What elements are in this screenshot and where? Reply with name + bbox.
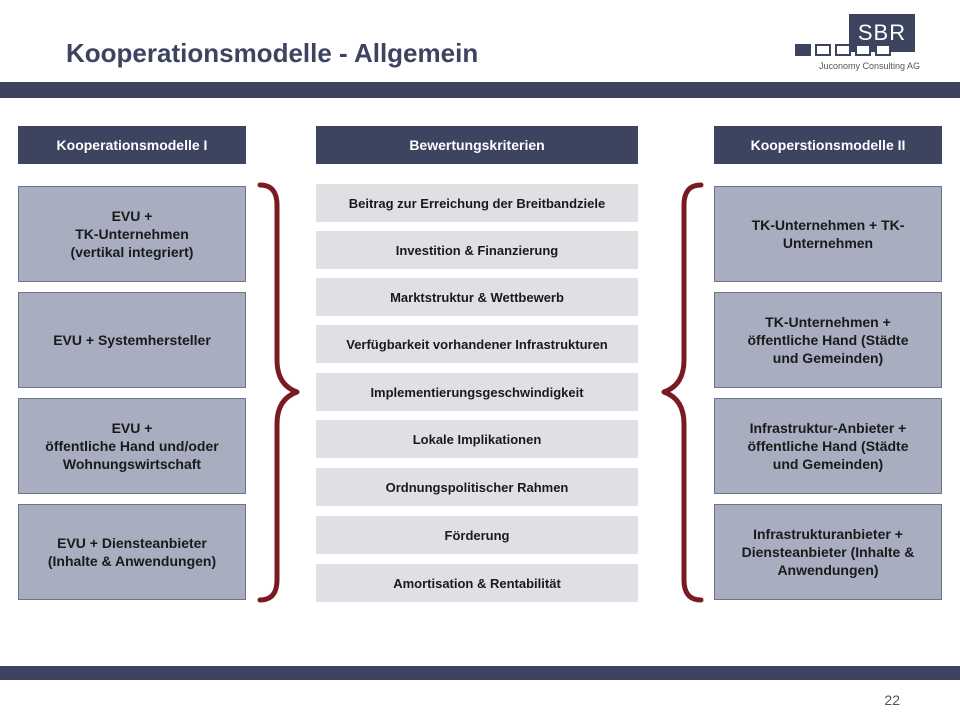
criterion-box: Lokale Implikationen	[316, 420, 638, 458]
logo-square	[875, 44, 891, 56]
right-model-box: TK-Unternehmen + öffentliche Hand (Städt…	[714, 292, 942, 388]
company-logo: SBR Juconomy Consulting AG	[795, 14, 920, 76]
criterion-box: Investition & Finanzierung	[316, 231, 638, 269]
logo-square	[855, 44, 871, 56]
logo-square	[835, 44, 851, 56]
criterion-box: Verfügbarkeit vorhandener Infrastrukture…	[316, 325, 638, 363]
right-model-box: Infrastruktur-Anbieter + öffentliche Han…	[714, 398, 942, 494]
opening-brace-icon	[661, 182, 704, 603]
criterion-box: Förderung	[316, 516, 638, 554]
bottom-divider-bar	[0, 666, 960, 680]
right-model-box: TK-Unternehmen + TK- Unternehmen	[714, 186, 942, 282]
logo-square	[795, 44, 811, 56]
right-model-box: Infrastrukturanbieter + Diensteanbieter …	[714, 504, 942, 600]
criterion-box: Ordnungspolitischer Rahmen	[316, 468, 638, 506]
left-model-box: EVU + öffentliche Hand und/oder Wohnungs…	[18, 398, 246, 494]
criterion-box: Amortisation & Rentabilität	[316, 564, 638, 602]
criterion-box: Beitrag zur Erreichung der Breitbandziel…	[316, 184, 638, 222]
header-right: Kooperstionsmodelle II	[714, 126, 942, 164]
logo-company-name: Juconomy Consulting AG	[818, 61, 920, 71]
logo-square	[815, 44, 831, 56]
page-title: Kooperationsmodelle - Allgemein	[66, 38, 479, 68]
top-divider-bar	[0, 82, 960, 98]
closing-brace-icon	[257, 182, 300, 603]
left-model-box: EVU + TK-Unternehmen (vertikal integrier…	[18, 186, 246, 282]
header-left: Kooperationsmodelle I	[18, 126, 246, 164]
criterion-box: Marktstruktur & Wettbewerb	[316, 278, 638, 316]
criterion-box: Implementierungsgeschwindigkeit	[316, 373, 638, 411]
left-model-box: EVU + Diensteanbieter (Inhalte & Anwendu…	[18, 504, 246, 600]
left-model-box: EVU + Systemhersteller	[18, 292, 246, 388]
header-middle: Bewertungskriterien	[316, 126, 638, 164]
page-number: 22	[884, 692, 900, 708]
